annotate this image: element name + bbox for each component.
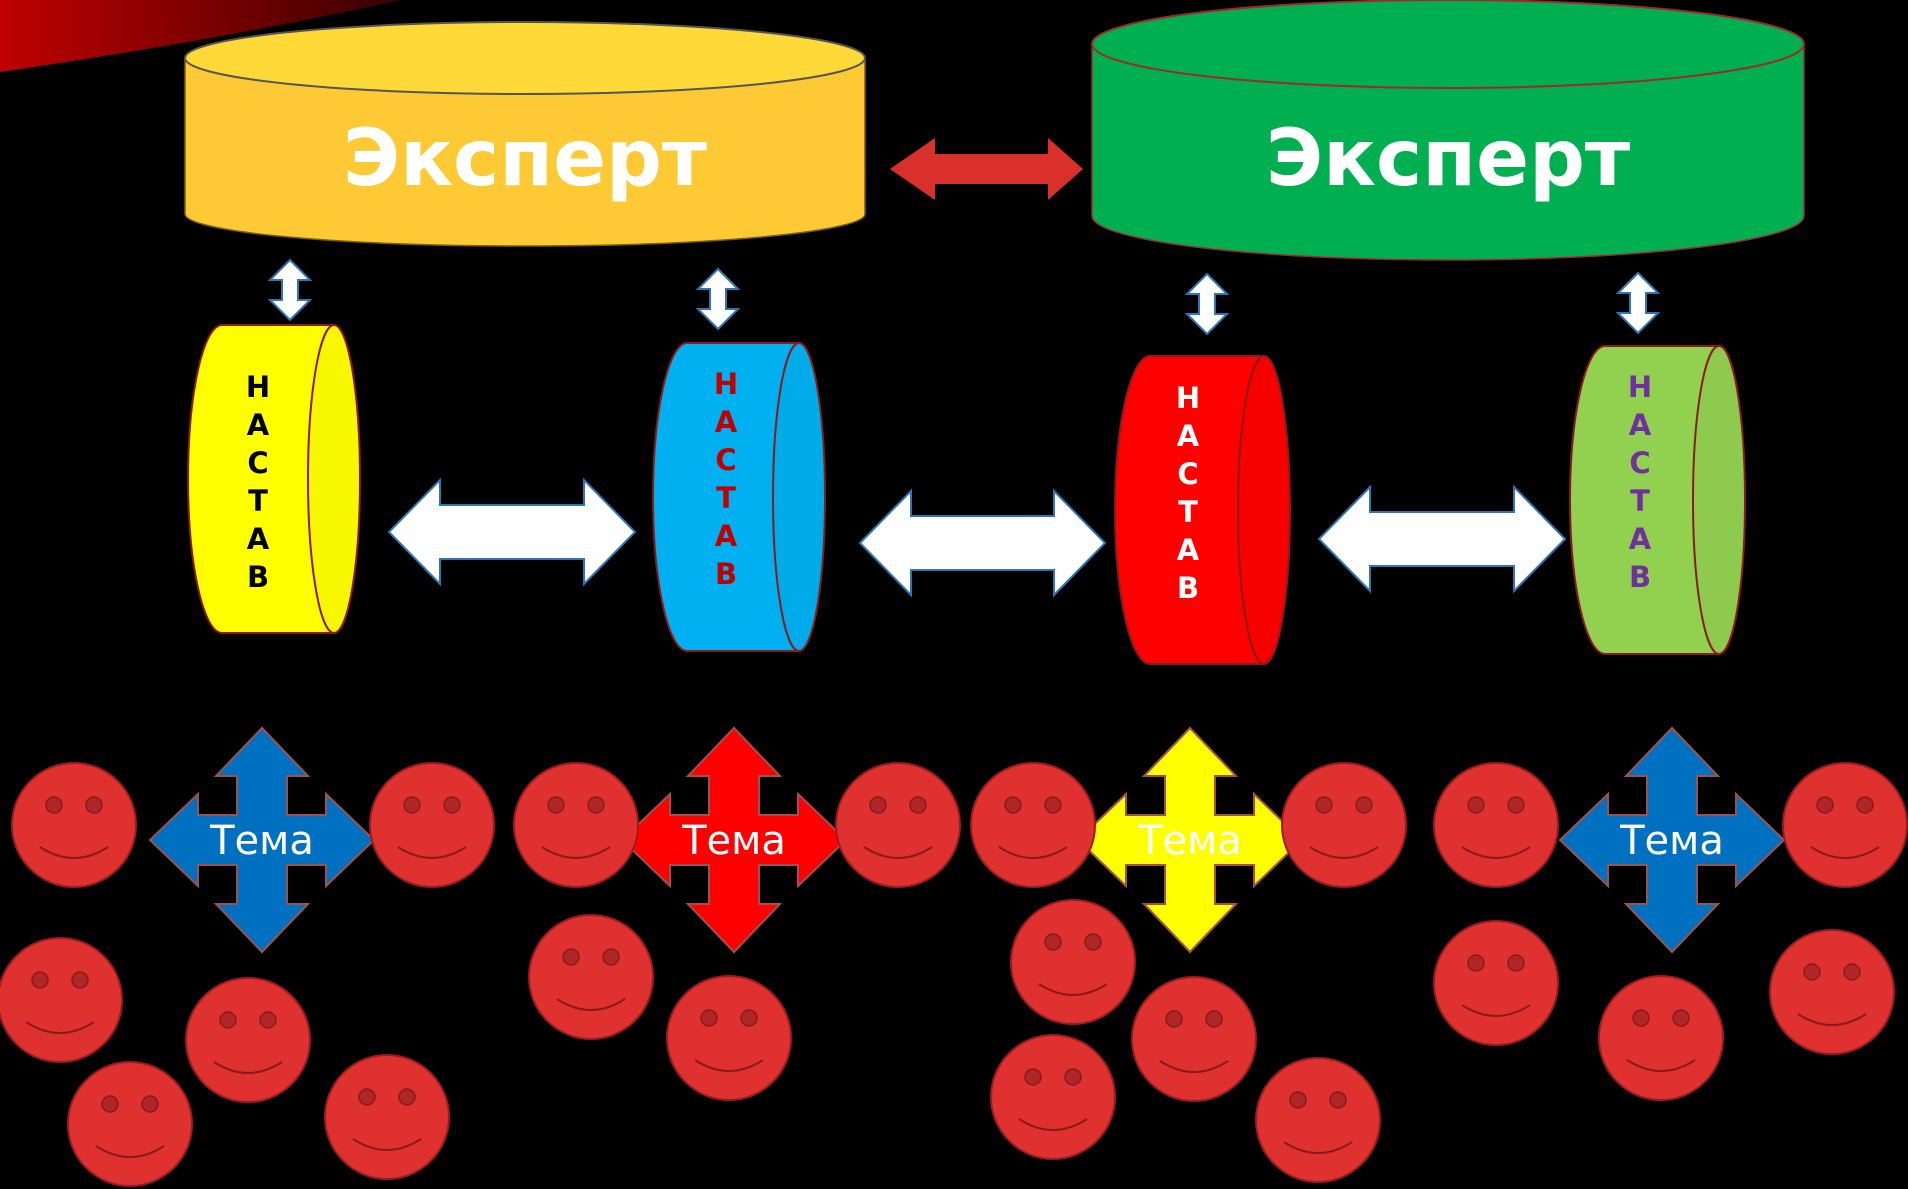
four-way-arrow-icon	[148, 726, 376, 954]
mentor-letter: В	[1629, 560, 1651, 594]
topic-label: Тема	[1619, 818, 1724, 864]
mentor-letter: В	[1177, 571, 1199, 605]
mentor-letter: В	[715, 557, 737, 591]
corner-accent	[0, 0, 400, 72]
smiley-face-icon	[970, 762, 1096, 888]
smiley-face-icon	[1010, 899, 1136, 1025]
double-arrow-icon	[1184, 272, 1230, 336]
smiley-face-icon	[990, 1034, 1116, 1160]
mentor-cylinder-end	[1237, 355, 1291, 665]
expert-cylinder-body	[184, 57, 866, 247]
smiley-face-icon	[513, 762, 639, 888]
mentor-letter: Н	[246, 370, 270, 404]
mentor-letter: А	[1629, 522, 1652, 556]
participants-layer	[0, 762, 1908, 1187]
mentor-letter: С	[247, 446, 268, 480]
topic-1: Тема	[148, 726, 376, 954]
mentor-letter: Н	[714, 367, 738, 401]
smiley-face-icon	[666, 975, 792, 1101]
double-arrow-icon	[858, 488, 1107, 598]
expert-cylinder-top	[1091, 0, 1805, 89]
smiley-face-icon	[369, 762, 495, 888]
topic-label: Тема	[209, 818, 314, 864]
topic-label: Тема	[681, 818, 786, 864]
mentor-letter: Т	[1630, 484, 1650, 518]
double-arrow-icon	[1317, 484, 1567, 594]
mentor-cylinder-body	[652, 342, 799, 652]
mentor-letter: С	[715, 443, 736, 477]
expert-cylinder-body	[1091, 43, 1805, 261]
mentor-letter: В	[247, 560, 269, 594]
smiley-face-icon	[1433, 920, 1559, 1046]
mentor-node-2: Н А С Т А В	[652, 342, 826, 652]
double-arrow-icon	[1615, 271, 1661, 335]
mentor-letter: Н	[1628, 370, 1652, 404]
four-way-arrow-icon	[1076, 726, 1304, 954]
topic-4: Тема	[1558, 726, 1786, 954]
smiley-face-icon	[0, 937, 123, 1063]
mentor-letter: А	[1629, 408, 1652, 442]
smiley-face-icon	[324, 1054, 450, 1180]
mentor-letter: Т	[716, 481, 736, 515]
smiley-face-icon	[1598, 975, 1724, 1101]
smiley-face-icon	[1433, 762, 1559, 888]
smiley-face-icon	[835, 762, 961, 888]
mentor-letter: С	[1629, 446, 1650, 480]
topics-layer: Тема Тема Тема Тема	[148, 726, 1786, 954]
mentor-letter: С	[1177, 457, 1198, 491]
mentor-letter: Н	[1176, 381, 1200, 415]
smiley-face-icon	[67, 1061, 193, 1187]
smiley-face-icon	[1255, 1057, 1381, 1183]
mentor-letter: А	[1177, 419, 1200, 453]
mentor-letter: А	[715, 405, 738, 439]
mentor-cylinder-end	[772, 342, 826, 652]
smiley-face-icon	[528, 914, 654, 1040]
expert-cylinder-top	[184, 21, 866, 95]
topic-label: Тема	[1137, 818, 1242, 864]
mentor-letter: А	[247, 522, 270, 556]
mentor-cylinder-body	[187, 324, 334, 634]
smiley-face-icon	[1281, 762, 1407, 888]
topic-2: Тема	[620, 726, 848, 954]
mentor-letter: Т	[1178, 495, 1198, 529]
mentor-letter: А	[247, 408, 270, 442]
mentor-letter: А	[715, 519, 738, 553]
smiley-face-icon	[1769, 929, 1895, 1055]
double-arrow-icon	[890, 138, 1083, 200]
mentor-node-4: Н А С Т А В	[1569, 345, 1746, 655]
smiley-face-icon	[1131, 976, 1257, 1102]
double-arrow-icon	[695, 267, 741, 331]
mentor-cylinder-body	[1114, 355, 1264, 665]
expert-label: Эксперт	[1266, 114, 1630, 204]
double-arrow-icon	[387, 477, 637, 587]
smiley-face-icon	[11, 762, 137, 888]
smiley-face-icon	[1782, 762, 1908, 888]
mentor-cylinder-body	[1569, 345, 1719, 655]
expert-node-2: Эксперт	[1091, 0, 1805, 261]
mentor-letter: А	[1177, 533, 1200, 567]
topic-3: Тема	[1076, 726, 1304, 954]
mentor-letter: Т	[248, 484, 268, 518]
four-way-arrow-icon	[620, 726, 848, 954]
mentor-node-1: Н А С Т А В	[187, 324, 361, 634]
four-way-arrow-icon	[1558, 726, 1786, 954]
expert-node-1: Эксперт	[184, 21, 866, 247]
expert-label: Эксперт	[343, 114, 707, 204]
mentor-cylinder-end	[307, 324, 361, 634]
mentor-node-3: Н А С Т А В	[1114, 355, 1291, 665]
double-arrow-icon	[267, 258, 313, 322]
smiley-face-icon	[185, 977, 311, 1103]
mentor-cylinder-end	[1692, 345, 1746, 655]
